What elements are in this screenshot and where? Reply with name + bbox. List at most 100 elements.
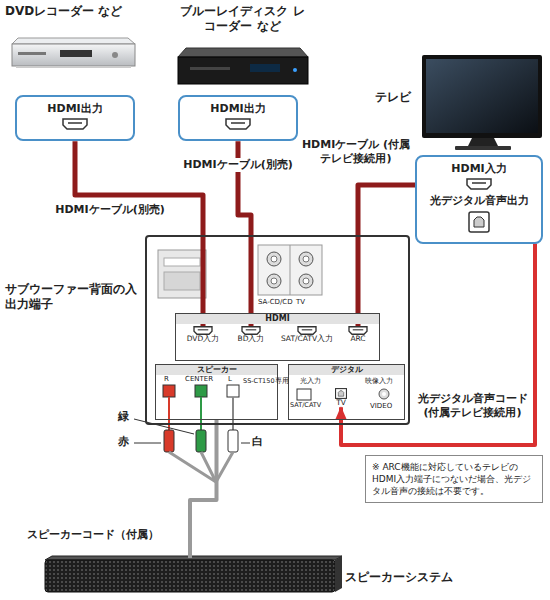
dvd-recorder bbox=[12, 38, 135, 68]
hdmi-section: HDMIDVD入力BD入力SAT/CATV入力ARC bbox=[175, 313, 380, 361]
subwoofer-panel bbox=[303, 256, 309, 262]
speaker-cord bbox=[134, 443, 161, 444]
speaker-bar bbox=[45, 556, 342, 592]
jack-icon bbox=[465, 178, 493, 190]
jack-icon bbox=[192, 326, 214, 335]
speaker-terminals bbox=[195, 385, 207, 397]
jack-icon bbox=[229, 326, 273, 335]
jack-icon bbox=[277, 326, 337, 335]
node-text: TV bbox=[328, 399, 354, 407]
cable-label: スピーカーコード（付属） bbox=[10, 528, 175, 542]
dvd-recorder bbox=[12, 38, 135, 44]
node-text: ※ ARC機能に対応しているテレビのHDMI入力端子につないだ場合、光デジタル音… bbox=[372, 461, 536, 497]
jack-icon bbox=[184, 118, 292, 130]
subwoofer-panel bbox=[267, 252, 281, 266]
jack-icon bbox=[347, 326, 369, 335]
dvd-recorder bbox=[112, 52, 118, 58]
part-label: SS-CT150専用 bbox=[243, 378, 289, 385]
node-text: DVD入力 bbox=[181, 335, 225, 343]
part-label: 緑 bbox=[118, 411, 132, 424]
digital-jacks bbox=[382, 392, 386, 396]
jack-icon bbox=[226, 119, 250, 129]
television bbox=[426, 59, 538, 133]
part-label: R bbox=[164, 375, 174, 383]
jack-icon bbox=[421, 211, 537, 233]
speaker-cord bbox=[200, 397, 202, 430]
jack-icon bbox=[231, 122, 245, 124]
speaker-system: スピーカーシステム bbox=[45, 558, 335, 594]
jack-icon bbox=[242, 327, 260, 335]
television bbox=[468, 138, 498, 146]
jack-icon bbox=[467, 179, 491, 189]
speaker-cord bbox=[168, 397, 170, 430]
speaker-terminals bbox=[163, 385, 175, 397]
node-text: サブウーファー背面の入出力端子 bbox=[5, 282, 137, 312]
optical-port: TV bbox=[328, 388, 354, 407]
jack-icon bbox=[338, 391, 343, 396]
speaker-bar bbox=[335, 556, 342, 592]
speaker-cord bbox=[169, 452, 233, 482]
jack-icon bbox=[298, 327, 316, 335]
bluray-recorder bbox=[178, 48, 308, 57]
speaker-section: スピーカー bbox=[155, 364, 278, 420]
hdmi-port: BD入力 bbox=[229, 326, 273, 343]
jack-icon bbox=[469, 212, 489, 232]
subwoofer-panel bbox=[164, 258, 200, 266]
dvd-recorder-group: DVDレコーダー などHDMI出力 bbox=[5, 4, 145, 154]
part-label: SA-CD/CD bbox=[258, 298, 298, 306]
bluray-recorder bbox=[190, 67, 230, 70]
jack-icon bbox=[353, 329, 364, 331]
subwoofer-panel bbox=[299, 274, 313, 288]
jack-icon bbox=[302, 329, 313, 331]
cable bbox=[341, 244, 535, 445]
dvd-recorder bbox=[16, 66, 131, 68]
part-label: 映像入力 bbox=[365, 377, 403, 385]
jack-icon bbox=[240, 326, 262, 335]
bluray-recorder-group: ブルーレイディスク レコーダー などHDMI出力 bbox=[175, 4, 310, 154]
speaker-cord bbox=[164, 430, 174, 452]
subwoofer-panel bbox=[290, 245, 291, 295]
part-label: 白 bbox=[252, 436, 266, 449]
speaker-cord bbox=[134, 419, 194, 434]
node-text: HDMI出力 bbox=[184, 102, 292, 116]
part-label: TV bbox=[296, 298, 316, 306]
subwoofer-panel bbox=[158, 250, 206, 298]
speaker-bar bbox=[45, 560, 335, 592]
jack-icon bbox=[468, 211, 490, 233]
subwoofer-panel bbox=[164, 272, 200, 290]
jack-icon bbox=[474, 217, 484, 227]
jack-icon bbox=[335, 388, 347, 399]
digital-jacks bbox=[297, 389, 311, 400]
jack-icon bbox=[63, 119, 87, 129]
node-text: HDMI出力 bbox=[21, 102, 129, 116]
part-label: CENTER bbox=[185, 375, 217, 383]
node-text: HDMI入力 bbox=[421, 162, 537, 176]
television bbox=[422, 55, 542, 150]
node-text: スピーカーシステム bbox=[345, 570, 505, 585]
jack-icon bbox=[341, 326, 375, 335]
part-label: 光入力 bbox=[300, 377, 340, 385]
speaker-cord bbox=[232, 397, 234, 430]
jack-icon bbox=[181, 326, 225, 335]
speaker-bar bbox=[45, 556, 342, 560]
speaker-cord bbox=[134, 397, 250, 482]
subwoofer-panel bbox=[299, 252, 313, 266]
subwoofer-panel bbox=[145, 235, 410, 425]
jack-icon bbox=[349, 327, 367, 335]
speaker-terminals bbox=[163, 385, 239, 397]
bluray-recorder bbox=[293, 68, 297, 72]
subwoofer-panel bbox=[267, 274, 281, 288]
cable-label: HDMIケーブル(別売) bbox=[172, 158, 304, 172]
jack-icon bbox=[61, 118, 89, 130]
jack-icon bbox=[224, 118, 252, 130]
node-text: BD入力 bbox=[229, 335, 273, 343]
bluray-recorder bbox=[250, 64, 280, 72]
jack-icon bbox=[421, 178, 537, 190]
hdmi-port: ARC bbox=[341, 326, 375, 343]
subwoofer-panel bbox=[258, 245, 322, 295]
hdmi-port: SAT/CATV入力 bbox=[277, 326, 337, 343]
subwoofer-panel bbox=[145, 235, 410, 425]
television bbox=[422, 55, 542, 138]
cable bbox=[358, 185, 415, 326]
